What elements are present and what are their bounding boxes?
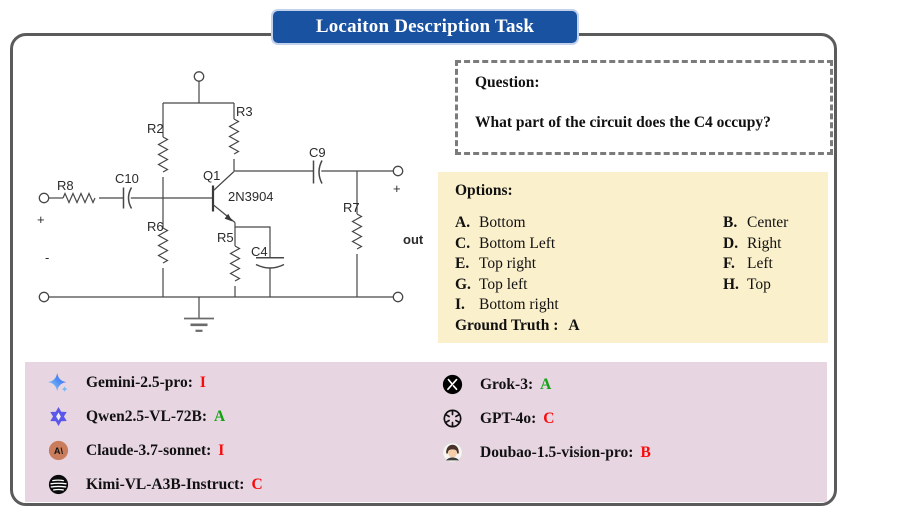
label-c4: C4: [251, 244, 268, 259]
label-r3: R3: [236, 104, 253, 119]
output-terminal: [392, 165, 404, 177]
transistor-q1: [211, 171, 236, 223]
option-f: F.Left: [723, 255, 773, 273]
result-row-kimi: Kimi-VL-A3B-Instruct: C: [48, 474, 263, 495]
option-a: A.Bottom: [455, 214, 526, 231]
option-i: I.Bottom right: [455, 296, 559, 314]
result-row-gpt: GPT-4o: C: [442, 408, 651, 429]
resistor-r5: [229, 245, 241, 282]
output-ground-terminal: [392, 291, 404, 303]
model-answer: A: [540, 375, 552, 393]
label-out: out: [403, 232, 424, 247]
resistor-r3: [228, 118, 240, 155]
input-ground-terminal: [38, 291, 50, 303]
option-h: H.Top: [723, 275, 771, 293]
power-terminal: [193, 71, 205, 82]
option-e: E.Top right: [455, 255, 537, 273]
kimi-icon: [48, 474, 69, 495]
question-box: Question: What part of the circuit does …: [455, 60, 833, 155]
gpt-icon: [442, 408, 463, 429]
title-banner: Locaiton Description Task: [271, 9, 579, 45]
label-r6: R6: [147, 219, 164, 234]
model-answer: C: [543, 409, 555, 427]
label-c9: C9: [309, 145, 326, 160]
resistor-r6: [157, 227, 169, 264]
svg-text:A\: A\: [54, 446, 64, 456]
result-row-qwen: Qwen2.5-VL-72B: A: [48, 406, 263, 427]
input-terminal: [38, 192, 50, 204]
option-b: B.Center: [723, 214, 789, 231]
label-r5: R5: [217, 230, 234, 245]
question-text: What part of the circuit does the C4 occ…: [475, 114, 771, 131]
doubao-icon: [442, 442, 463, 463]
option-d: D.Right: [723, 234, 782, 252]
result-row-doubao: Doubao-1.5-vision-pro: B: [442, 442, 651, 463]
option-c: C.Bottom Left: [455, 234, 556, 252]
label-plus-output: +: [393, 181, 401, 196]
label-q1: Q1: [203, 168, 220, 183]
model-answer: I: [199, 373, 206, 391]
circuit-diagram: R8 C10 R2 R6 R3 Q1 2N3904 R5 C4 C9 R7 ou…: [37, 71, 424, 332]
results-column-left: Gemini-2.5-pro: I Qwen2.5-VL-72B: A A\ C…: [48, 372, 263, 495]
ground-symbol: [184, 297, 214, 332]
result-row-claude: A\ Claude-3.7-sonnet: I: [48, 440, 263, 461]
label-r7: R7: [343, 200, 360, 215]
gemini-icon: [48, 372, 69, 393]
label-transistor-part: 2N3904: [228, 189, 274, 204]
result-row-gemini: Gemini-2.5-pro: I: [48, 372, 263, 393]
claude-icon: A\: [48, 440, 69, 461]
grok-icon: [442, 374, 463, 395]
options-grid: A.Bottom B.Center C.Bottom Left D.Right …: [455, 213, 820, 316]
model-answer: C: [251, 475, 263, 493]
resistor-r2: [157, 136, 169, 173]
options-heading: Options:: [455, 182, 513, 199]
model-answer: B: [640, 443, 651, 461]
label-minus-input: -: [45, 250, 49, 265]
resistor-r7: [351, 213, 363, 250]
model-answer: I: [218, 441, 225, 459]
label-r8: R8: [57, 178, 74, 193]
question-heading: Question:: [475, 74, 540, 91]
qwen-icon: [48, 406, 69, 427]
ground-truth: Ground Truth :A: [455, 316, 580, 334]
results-column-right: Grok-3: A GPT-4o: C: [442, 374, 651, 463]
circuit-wires: [48, 81, 394, 332]
model-answer: A: [213, 407, 226, 425]
label-c10: C10: [115, 171, 139, 186]
page-title: Locaiton Description Task: [315, 16, 535, 37]
model-results-box: Gemini-2.5-pro: I Qwen2.5-VL-72B: A A\ C…: [25, 362, 827, 502]
options-box: Options: A.Bottom B.Center C.Bottom Left…: [438, 172, 828, 343]
result-row-grok: Grok-3: A: [442, 374, 651, 395]
option-g: G.Top left: [455, 275, 528, 293]
resistor-r8: [62, 192, 96, 204]
label-plus-input: +: [37, 212, 45, 227]
label-r2: R2: [147, 121, 164, 136]
